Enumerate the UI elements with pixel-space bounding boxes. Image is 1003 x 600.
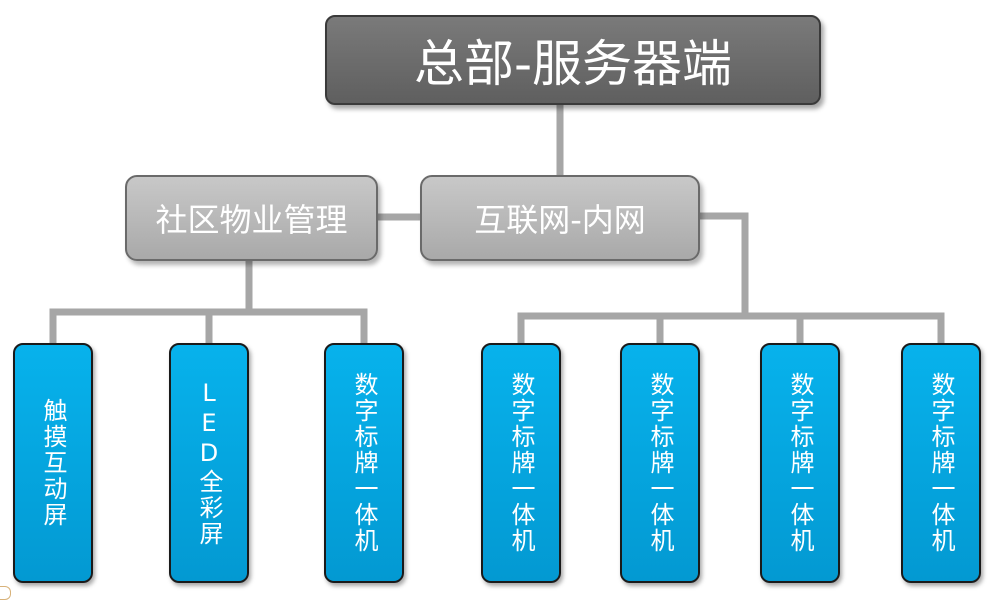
leaf-label: 数字标牌一体机 (646, 372, 674, 554)
leaf-node-led-screen: LED全彩屏 (169, 343, 249, 583)
root-label: 总部-服务器端 (413, 35, 733, 93)
leaf-label: LED全彩屏 (195, 379, 223, 547)
leaf-node-signage-2: 数字标牌一体机 (481, 343, 561, 583)
leaf-node-signage-3: 数字标牌一体机 (620, 343, 700, 583)
leaf-label: 数字标牌一体机 (927, 372, 955, 554)
corner-decoration (0, 586, 11, 600)
branch-label: 社区物业管理 (155, 201, 348, 239)
leaf-node-signage-5: 数字标牌一体机 (901, 343, 981, 583)
root-node-headquarters-server: 总部-服务器端 (325, 15, 821, 105)
branch-node-internet-intranet: 互联网-内网 (420, 175, 700, 261)
leaf-node-signage-4: 数字标牌一体机 (760, 343, 840, 583)
leaf-label: 触摸互动屏 (39, 398, 67, 528)
leaf-label: 数字标牌一体机 (350, 372, 378, 554)
leaf-label: 数字标牌一体机 (507, 372, 535, 554)
leaf-node-signage-1: 数字标牌一体机 (324, 343, 404, 583)
leaf-label: 数字标牌一体机 (786, 372, 814, 554)
leaf-node-touch-screen: 触摸互动屏 (13, 343, 93, 583)
branch-label: 互联网-内网 (474, 201, 646, 239)
branch-node-community-property: 社区物业管理 (125, 175, 378, 261)
